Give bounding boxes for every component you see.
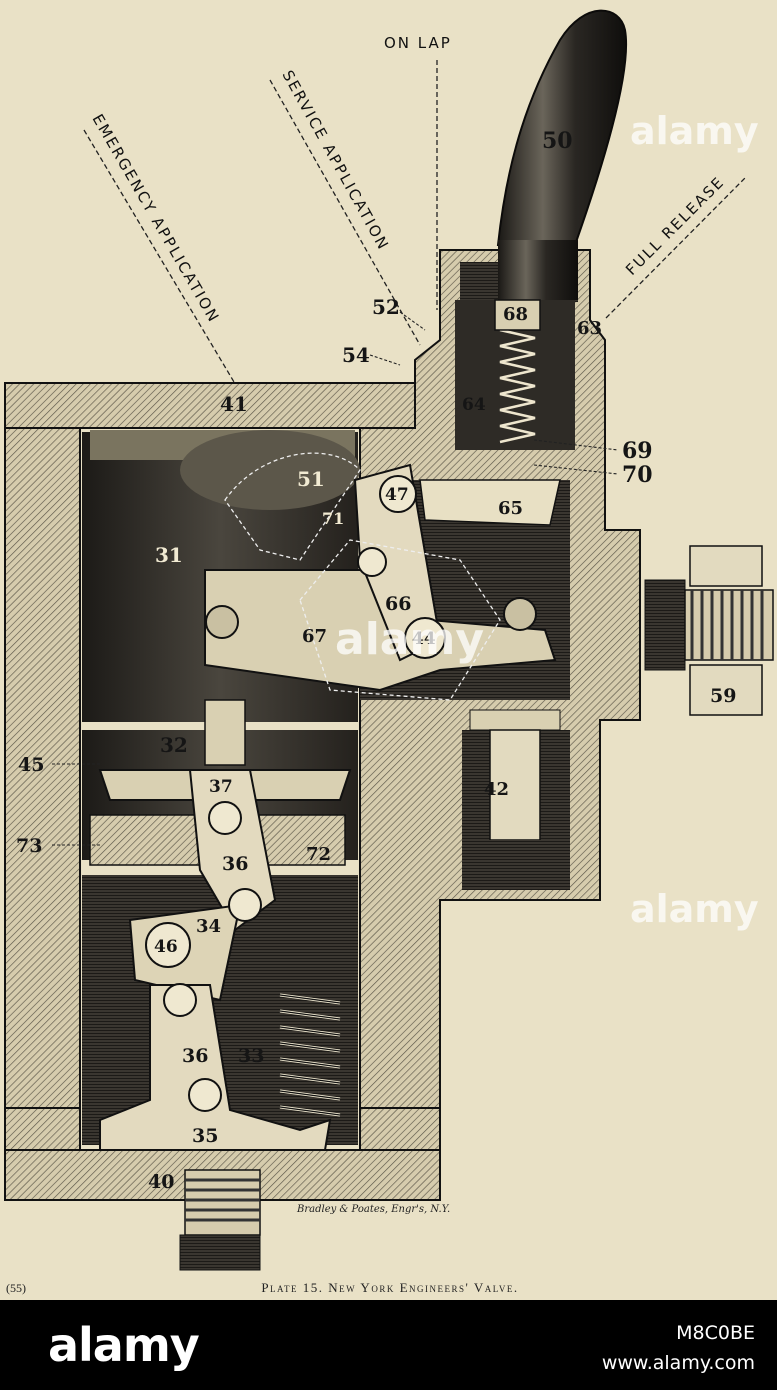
label-service-application: SERVICE APPLICATION (279, 67, 393, 254)
part-73: 73 (16, 835, 42, 857)
part-65: 65 (498, 498, 523, 519)
part-31: 31 (155, 543, 183, 567)
site-url: www.alamy.com (601, 1352, 755, 1374)
callout-leaders (52, 311, 619, 846)
part-70: 70 (622, 462, 653, 488)
part-34: 34 (196, 916, 221, 937)
rotary-valve-outline (224, 452, 501, 701)
part-63: 63 (577, 318, 602, 339)
part-41: 41 (220, 392, 248, 416)
part-59: 59 (710, 685, 736, 707)
plug-40 (179, 1169, 261, 1271)
valve-diagram: ON LAP SERVICE APPLICATION EMERGENCY APP… (4, 9, 774, 1271)
spring-68 (499, 328, 536, 444)
part-68: 68 (503, 304, 528, 325)
part-54: 54 (342, 343, 370, 367)
page-number: (55) (6, 1281, 26, 1295)
engraver-credit: Bradley & Poates, Engr's, N.Y. (296, 1204, 450, 1215)
part-69: 69 (622, 438, 653, 464)
part-32: 32 (160, 733, 188, 757)
label-full-release: FULL RELEASE (622, 173, 728, 279)
part-47: 47 (385, 485, 409, 505)
stock-footer-bar: alamy M8C0BE www.alamy.com (0, 1300, 777, 1390)
part-64: 64 (462, 395, 486, 415)
part-36-upper: 36 (222, 853, 248, 875)
direction-lines (83, 60, 746, 383)
part-66: 66 (385, 593, 411, 615)
part-71: 71 (322, 509, 344, 528)
watermark-top: alamy (630, 109, 759, 153)
label-emergency-application: EMERGENCY APPLICATION (89, 111, 224, 326)
footer-info: M8C0BE www.alamy.com (602, 1318, 755, 1378)
image-id: M8C0BE (676, 1322, 755, 1344)
handle-50 (496, 9, 628, 246)
part-50: 50 (542, 128, 573, 154)
watermark-center: alamy (335, 614, 484, 665)
engraving-plate: ON LAP SERVICE APPLICATION EMERGENCY APP… (0, 0, 777, 1300)
part-46: 46 (154, 937, 178, 957)
watermark-right: alamy (630, 887, 759, 931)
part-40: 40 (148, 1171, 174, 1193)
pipe-59 (644, 545, 774, 716)
part-52: 52 (372, 295, 400, 319)
alamy-logo: alamy (48, 1318, 200, 1372)
part-72: 72 (306, 844, 331, 865)
part-44: 44 (412, 629, 436, 649)
plate-caption: Plate 15. New York Engineers' Valve. (261, 1280, 519, 1295)
part-37: 37 (209, 777, 233, 797)
part-36-lower: 36 (182, 1045, 208, 1067)
part-45: 45 (18, 754, 44, 776)
part-33: 33 (238, 1045, 264, 1067)
linkage (89, 463, 563, 1151)
part-67: 67 (302, 626, 327, 647)
part-51: 51 (297, 467, 325, 491)
part-42: 42 (484, 779, 509, 800)
part-35: 35 (192, 1125, 218, 1147)
part-number-labels: 50 52 54 68 63 41 64 69 70 51 47 65 71 3… (16, 128, 736, 1193)
label-on-lap: ON LAP (384, 34, 452, 52)
